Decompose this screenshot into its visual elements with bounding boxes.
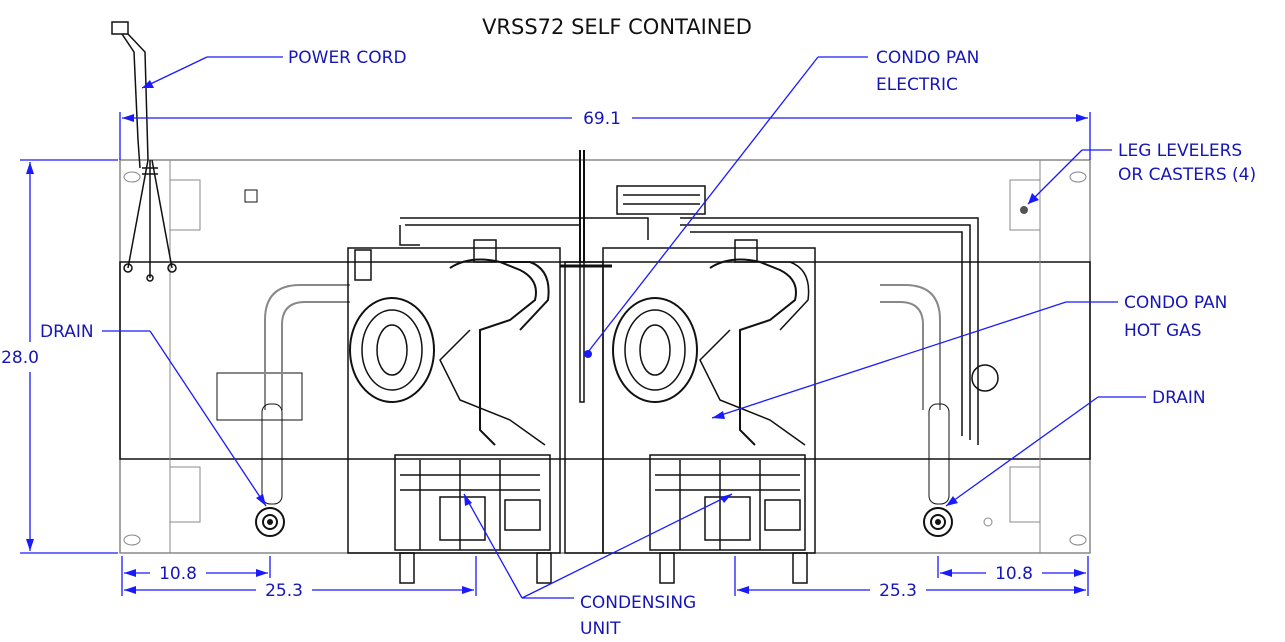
left-drain-offset-label: 10.8 [159, 564, 197, 584]
left-drain-label: DRAIN [40, 322, 94, 342]
condo-pan-hot-gas-label-line2: HOT GAS [1124, 321, 1202, 341]
condo-pan-electric-label-line2: ELECTRIC [876, 75, 958, 95]
right-unit-offset-label: 25.3 [879, 581, 917, 601]
condo-pan-electric-label-line1: CONDO PAN [876, 48, 979, 68]
left-condensing-unit [347, 224, 581, 584]
overall-width-label: 69.1 [583, 109, 621, 129]
left-drain-callout: DRAIN [40, 322, 267, 507]
drawing-title: VRSS72 SELF CONTAINED [482, 15, 752, 39]
condo-pan-hot-gas-label-line1: CONDO PAN [1124, 293, 1227, 313]
leg-levelers-callout: LEG LEVELERS OR CASTERS (4) [1027, 141, 1256, 205]
right-drain-fitting [923, 507, 953, 537]
left-unit-offset-label: 25.3 [265, 581, 303, 601]
right-drain-label: DRAIN [1152, 388, 1206, 408]
right-bottom-dimensions: 10.8 25.3 [734, 556, 1089, 601]
condo-pan-electric-callout: CONDO PAN ELECTRIC [584, 48, 979, 358]
leg-levelers-label-line1: LEG LEVELERS [1118, 141, 1242, 161]
depth-label: 28.0 [1, 348, 39, 368]
right-condensing-unit [602, 217, 999, 584]
left-bottom-dimensions: 10.8 25.3 [121, 556, 477, 601]
right-drain-offset-label: 10.8 [995, 564, 1033, 584]
power-cord [111, 21, 177, 282]
right-drain-callout: DRAIN [945, 388, 1206, 507]
power-cord-callout: POWER CORD [141, 48, 407, 89]
condo-pan-hot-gas-callout: CONDO PAN HOT GAS [711, 293, 1227, 419]
overall-width-dimension: 69.1 [119, 109, 1091, 160]
cabinet-base [119, 159, 1091, 554]
left-drain-fitting [255, 507, 285, 537]
condensing-unit-label-line1: CONDENSING [580, 593, 696, 613]
leg-levelers-label-line2: OR CASTERS (4) [1118, 165, 1256, 185]
condensing-unit-callout: CONDENSING UNIT [463, 493, 733, 639]
depth-dimension: 28.0 [1, 159, 118, 554]
center-divider [400, 150, 706, 554]
power-cord-label: POWER CORD [288, 48, 407, 68]
condensing-unit-label-line2: UNIT [580, 619, 621, 639]
